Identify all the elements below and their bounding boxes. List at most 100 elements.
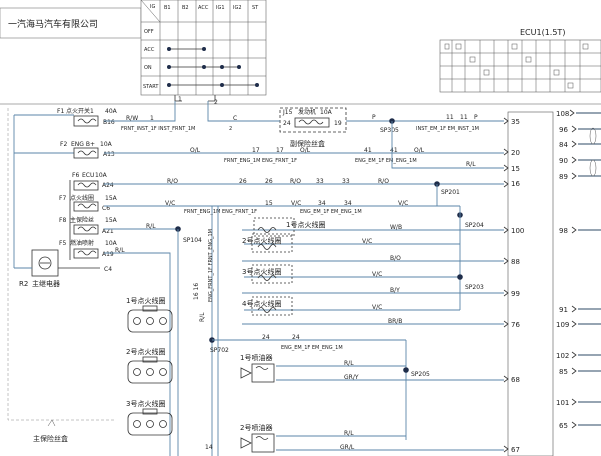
wire-c-label: C bbox=[233, 115, 237, 122]
j15-pin-left: 24 bbox=[283, 120, 291, 127]
wire-ro-label3: R/O bbox=[378, 178, 389, 185]
sub-fuse-box-label: 副保险丝盒 bbox=[290, 139, 325, 148]
j15-label: J15 bbox=[282, 109, 293, 116]
relay-id: R2 bbox=[19, 280, 28, 288]
wire-rw-connector: FRNT_INST_1F INST_FRNT_1M bbox=[121, 126, 195, 132]
conn-coil1-label: 1号点火线圈 bbox=[126, 296, 165, 305]
wire-rl-inj1: R/L bbox=[344, 360, 354, 367]
inj1-label: 1号喷油器 bbox=[240, 353, 272, 362]
wire-ol-num4: 41 bbox=[390, 147, 398, 154]
ecu-rpin-109: 109 bbox=[556, 321, 569, 329]
fuse-f5-pin: A19 bbox=[102, 251, 114, 258]
fuse-f2-id: F2 bbox=[60, 141, 67, 148]
j15-amp: 10A bbox=[320, 109, 333, 116]
wire-rl15-label: R/L bbox=[466, 161, 476, 168]
coil3-label: 3号点火线圈 bbox=[242, 267, 281, 276]
fuse-f7-id: F7 bbox=[59, 195, 66, 202]
ecu-pin-76: 76 bbox=[511, 321, 520, 329]
wire-vc-coil2: V/C bbox=[362, 238, 372, 245]
wire-gry-label: GR/Y bbox=[344, 374, 359, 381]
wire-rl-inj2: R/L bbox=[344, 430, 354, 437]
wire-vc-label: V/C bbox=[165, 200, 175, 207]
coil2-label: 2号点火线圈 bbox=[242, 236, 281, 245]
switch-col-b2: B2 bbox=[182, 5, 189, 11]
switch-col-acc: ACC bbox=[198, 5, 209, 11]
wire-vc-num2: 34 bbox=[318, 200, 326, 207]
fuse-f2-pin: A13 bbox=[103, 151, 115, 158]
wire-rl-a21-label: R/L bbox=[146, 223, 156, 230]
wire-vc-num3: 34 bbox=[344, 200, 352, 207]
switch-col-ig2: IG2 bbox=[233, 5, 242, 11]
fuse-f2-name: ENG B+ bbox=[71, 141, 95, 148]
wire-ol-label2: O/L bbox=[300, 147, 311, 154]
ecu-pin-35: 35 bbox=[511, 118, 520, 126]
ecu-rpin-90: 90 bbox=[559, 157, 568, 165]
wire-wb-label: W/B bbox=[390, 224, 402, 231]
injectors: 1号喷油器 2号喷油器 bbox=[240, 353, 275, 453]
wire-vc-connector1: FRNT_ENG_1M ENG_FRNT_1F bbox=[184, 209, 257, 215]
wire-vc-label3: V/C bbox=[398, 200, 408, 207]
ecu-pin-20: 20 bbox=[511, 149, 520, 157]
wire-ol-num3: 41 bbox=[364, 147, 372, 154]
header: 一汽海马汽车有限公司 bbox=[0, 7, 601, 105]
wire-vc-coil4: V/C bbox=[372, 304, 382, 311]
wire-brb-label: BR/B bbox=[388, 318, 402, 325]
wire-24-connector: ENG_EM_1F EM_ENG_1M bbox=[281, 345, 343, 351]
wire-rw-num: 1 bbox=[150, 115, 154, 122]
wire-vertical-connector: ENG_FRNT_1F FRNT_ENG_1M bbox=[208, 229, 214, 302]
wire-rl-a19-label: R/L bbox=[115, 247, 125, 254]
splice-sp702: SP702 bbox=[210, 347, 229, 354]
relay-pin-c4: C4 bbox=[104, 266, 112, 273]
switch-pin-1: 1 bbox=[178, 96, 182, 103]
j15-pin-right: 19 bbox=[334, 120, 342, 127]
splice-sp205: SP205 bbox=[411, 371, 430, 378]
wire-ro-num1: 26 bbox=[239, 178, 247, 185]
ecu-rpin-65: 65 bbox=[559, 422, 568, 430]
wire-bo-label: B/O bbox=[390, 255, 401, 262]
wire-grl-label: GR/L bbox=[340, 444, 355, 451]
wire-by-label: B/Y bbox=[390, 287, 400, 294]
fuse-f6-name: ECU bbox=[82, 172, 94, 179]
switch-row-start: START bbox=[143, 84, 159, 90]
wire-ol-label: O/L bbox=[190, 147, 201, 154]
inj2-label: 2号喷油器 bbox=[240, 423, 272, 432]
ecu-frame bbox=[507, 111, 554, 456]
splice-sp104: SP104 bbox=[183, 237, 202, 244]
ecu-pin-68: 68 bbox=[511, 376, 520, 384]
sub-fuse-box: J15 发动机 10A 24 19 副保险丝盒 bbox=[279, 107, 347, 148]
wire-ol-label3: O/L bbox=[414, 147, 425, 154]
ecu-rpin-98: 98 bbox=[559, 227, 568, 235]
wire-vc-coil3: V/C bbox=[372, 271, 382, 278]
fuse-f1-name: 点火开关1 bbox=[66, 107, 94, 115]
ecu-connector: ECU1(1.5T) bbox=[439, 28, 601, 93]
fuse-f5-name: 燃油喷射 bbox=[70, 239, 94, 247]
coil4-label: 4号点火线圈 bbox=[242, 299, 281, 308]
splice-sp204: SP204 bbox=[465, 222, 484, 229]
wire-ol-connector2: ENG_EM_1F EM_ENG_1M bbox=[355, 158, 417, 164]
main-fuse-box: F1 点火开关1 40A B16 F2 ENG B+ 10A A13 F6 EC… bbox=[7, 107, 118, 443]
fuse-f8-amp: 15A bbox=[105, 217, 118, 224]
switch-row-on: ON bbox=[144, 65, 152, 71]
conn-coil3-body bbox=[127, 412, 173, 436]
fuse-f7-name: 点火线圈 bbox=[70, 194, 94, 202]
ecu-pin-16: 16 bbox=[511, 180, 520, 188]
ecu-rpin-96: 96 bbox=[559, 126, 568, 134]
wire-vc-label2: V/C bbox=[291, 200, 301, 207]
wire-p-connector: INST_EM_1F EM_INST_1M bbox=[416, 126, 479, 132]
wire-p-label2: P bbox=[474, 114, 478, 121]
ecu-pin-15: 15 bbox=[511, 165, 520, 173]
fuse-f7-amp: 15A bbox=[105, 195, 118, 202]
wires: R/W 1 FRNT_INST_1F INST_FRNT_1M C 2 SP30… bbox=[104, 101, 504, 456]
ecu-pin-88: 88 bbox=[511, 258, 520, 266]
main-relay bbox=[31, 249, 59, 277]
fuse-f6-id: F6 bbox=[72, 172, 79, 179]
wire-rw-label: R/W bbox=[126, 115, 138, 122]
wire-vertical-num14: 14 bbox=[205, 444, 213, 451]
ignition-switch-table: IG B1 B2 ACC IG1 IG2 ST OFF ACC ON START… bbox=[140, 0, 267, 106]
wire-vc-num1: 15 bbox=[265, 200, 273, 207]
ecu-rpin-89: 89 bbox=[559, 173, 568, 181]
ecu-rpin-108: 108 bbox=[556, 110, 569, 118]
ecu-pin-100: 100 bbox=[511, 227, 524, 235]
fuse-f1-pin: B16 bbox=[103, 119, 115, 126]
